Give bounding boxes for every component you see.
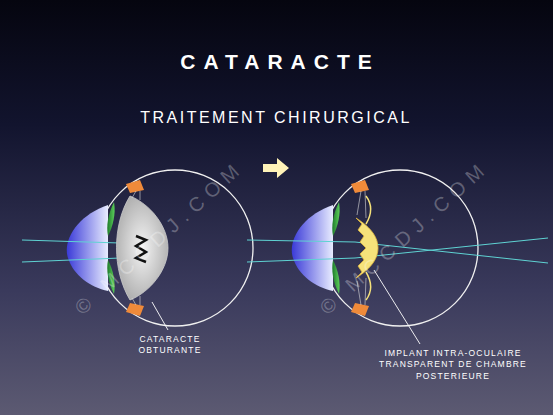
structure-label: CATARACTE OBTURANTE	[127, 334, 213, 357]
structure-label: IMPLANT INTRA-OCULAIRE TRANSPARENT DE CH…	[364, 348, 542, 382]
watermark: © MCCDJ.COM	[316, 156, 495, 320]
title: CATARACTE	[180, 50, 380, 74]
subtitle: TRAITEMENT CHIRURGICAL	[140, 109, 412, 127]
